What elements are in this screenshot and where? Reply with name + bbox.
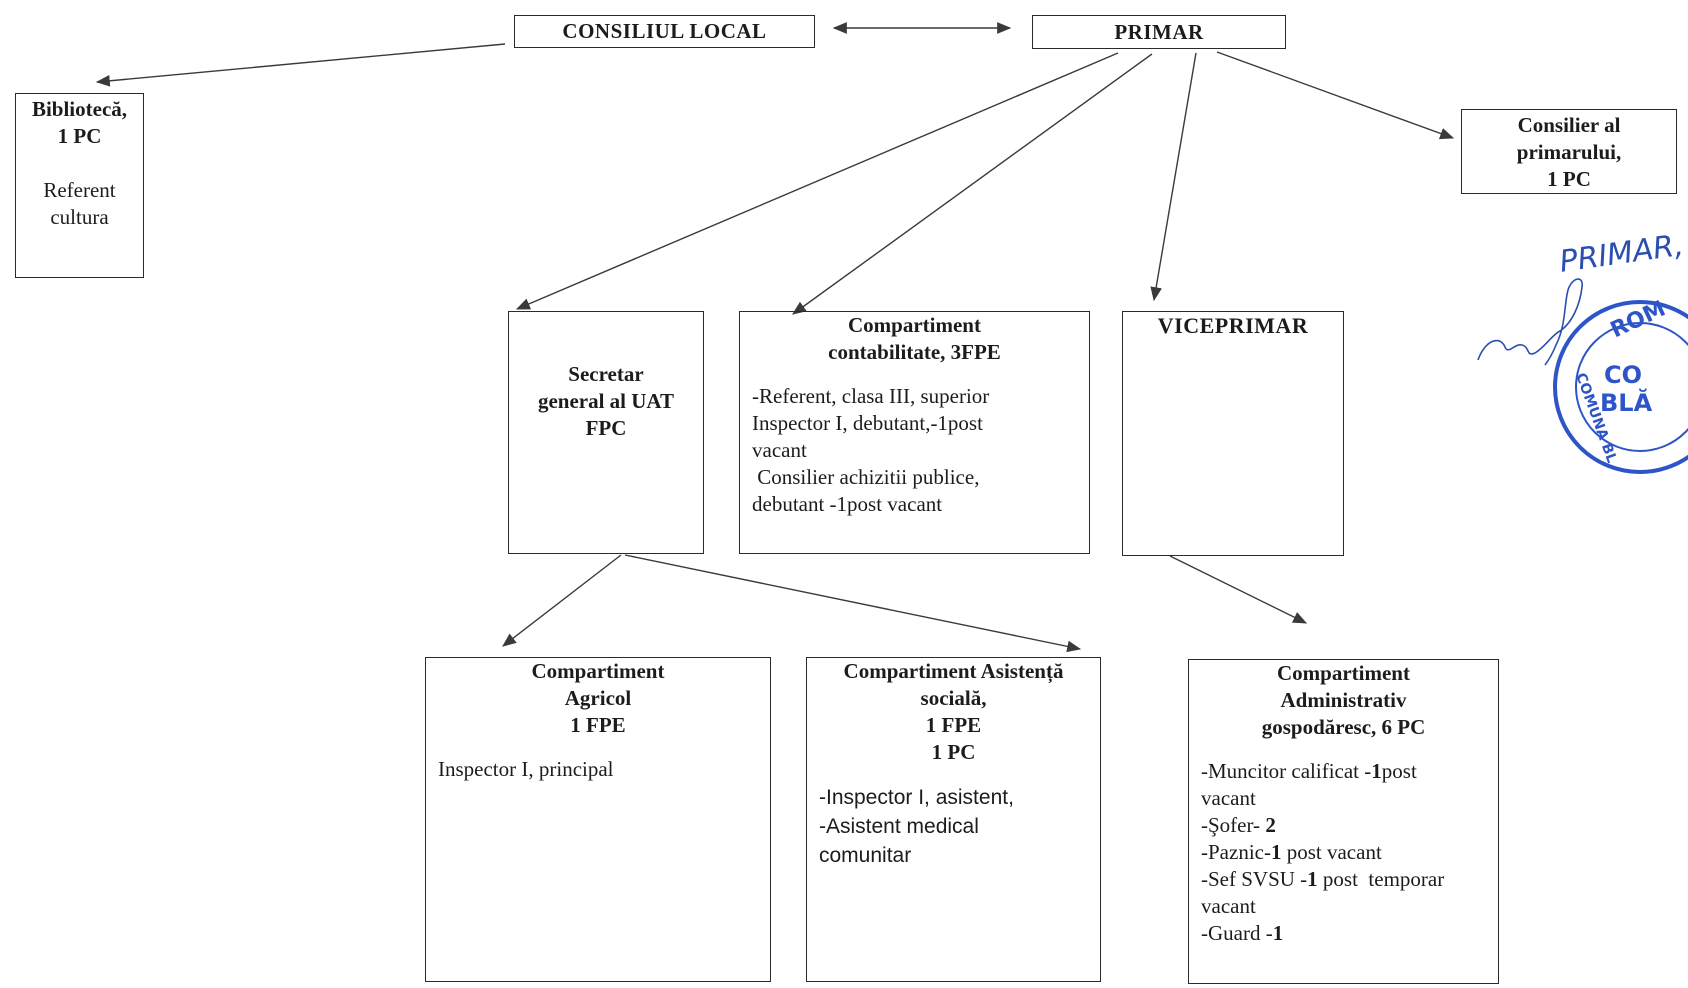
handwritten-primar-label: PRIMAR,	[1557, 235, 1685, 280]
agricol-title-line-2: Agricol	[564, 686, 632, 710]
asistenta-line-2: -Asistent medical	[819, 815, 979, 838]
arrow-viceprimar-administrativ	[1169, 555, 1308, 624]
contabilitate-line-4: Consilier achizitii publice,	[752, 465, 980, 489]
asistenta-body: -Inspector I, asistent, -Asistent medica…	[807, 783, 1100, 870]
viceprimar-title: VICEPRIMAR	[1157, 313, 1309, 338]
administrativ-box: Compartiment Administrativ gospodăresc, …	[1188, 659, 1499, 984]
contabilitate-box: Compartiment contabilitate, 3FPE -Refere…	[739, 311, 1090, 554]
primar-box: PRIMAR	[1032, 15, 1286, 49]
administrativ-line-3: -Şofer- 2	[1201, 813, 1276, 837]
consilier-line-1: Consilier al	[1517, 113, 1621, 137]
arrow-primar-contabilitate	[792, 53, 1153, 315]
contabilitate-body: -Referent, clasa III, superior Inspector…	[740, 383, 1089, 518]
contabilitate-line-5: debutant -1post vacant	[752, 492, 943, 516]
biblioteca-body: Referent cultura	[16, 177, 143, 231]
contabilitate-line-1: -Referent, clasa III, superior	[752, 384, 990, 408]
asistenta-line-1: -Inspector I, asistent,	[819, 786, 1014, 809]
signature-scribble	[1477, 278, 1583, 366]
consilier-primar-box: Consilier al primarului, 1 PC	[1461, 109, 1677, 194]
contabilitate-line-3: vacant	[752, 438, 807, 462]
asistenta-title-line-3: 1 FPE	[925, 713, 982, 737]
arrow-secretar-asistenta	[624, 554, 1082, 653]
arrow-consiliu-biblioteca	[95, 43, 506, 87]
secretar-general-box: Secretar general al UAT FPC	[508, 311, 704, 554]
asistenta-sociala-box: Compartiment Asistență socială, 1 FPE 1 …	[806, 657, 1101, 982]
svg-text:PRIMAR,: PRIMAR,	[1557, 235, 1685, 280]
biblioteca-body-line-2: cultura	[50, 205, 109, 229]
asistenta-line-3: comunitar	[819, 844, 912, 867]
agricol-box: Compartiment Agricol 1 FPE Inspector I, …	[425, 657, 771, 982]
administrativ-line-4: -Paznic-1 post vacant	[1201, 840, 1382, 864]
contabilitate-title: Compartiment contabilitate, 3FPE	[740, 312, 1089, 366]
administrativ-body: -Muncitor calificat -1post vacant -Şofer…	[1189, 758, 1498, 947]
secretar-line-3: FPC	[585, 416, 627, 440]
official-stamp: ROM CO BLĂ COMUNA BL	[1553, 296, 1688, 474]
consiliul-local-box: CONSILIUL LOCAL	[514, 15, 815, 48]
biblioteca-body-line-1: Referent	[43, 178, 116, 202]
asistenta-title-line-1: Compartiment Asistență	[843, 659, 1064, 683]
agricol-body: Inspector I, principal	[426, 756, 770, 783]
asistenta-title: Compartiment Asistență socială, 1 FPE 1 …	[807, 658, 1100, 766]
asistenta-title-line-4: 1 PC	[931, 740, 976, 764]
administrativ-line-1: -Muncitor calificat -1post	[1201, 759, 1417, 783]
agricol-line-1: Inspector I, principal	[438, 757, 614, 781]
secretar-general-title: Secretar general al UAT FPC	[509, 361, 703, 442]
biblioteca-title-line-2: 1 PC	[57, 124, 102, 148]
administrativ-title-line-3: gospodăresc, 6 PC	[1261, 715, 1426, 739]
administrativ-line-5: -Sef SVSU -1 post temporar	[1201, 867, 1445, 891]
biblioteca-title: Bibliotecă, 1 PC	[16, 94, 143, 150]
contabilitate-title-line-1: Compartiment	[848, 313, 981, 337]
arrow-primar-consilier	[1216, 51, 1455, 140]
viceprimar-box: VICEPRIMAR	[1122, 311, 1344, 556]
secretar-line-1: Secretar	[568, 362, 644, 386]
administrativ-title-line-1: Compartiment	[1277, 661, 1410, 685]
contabilitate-title-line-2: contabilitate, 3FPE	[828, 340, 1001, 364]
svg-text:BLĂ: BLĂ	[1600, 387, 1653, 417]
consilier-line-3: 1 PC	[1547, 167, 1591, 191]
signature-and-stamp: PRIMAR, ROM CO BLĂ COMUNA BL	[1477, 235, 1688, 474]
biblioteca-title-line-1: Bibliotecă,	[31, 97, 128, 121]
arrow-primar-viceprimar	[1150, 52, 1197, 302]
svg-text:CO: CO	[1604, 361, 1642, 389]
arrow-primar-secretar	[515, 52, 1119, 310]
agricol-title-line-1: Compartiment	[531, 659, 665, 683]
administrativ-line-7: -Guard -1	[1201, 921, 1284, 945]
administrativ-line-6: vacant	[1201, 894, 1256, 918]
primar-title: PRIMAR	[1114, 20, 1204, 44]
consiliul-local-title: CONSILIUL LOCAL	[562, 19, 767, 43]
administrativ-line-2: vacant	[1201, 786, 1256, 810]
agricol-title-line-3: 1 FPE	[570, 713, 626, 737]
asistenta-title-line-2: socială,	[920, 686, 987, 710]
contabilitate-line-2: Inspector I, debutant,-1post	[752, 411, 983, 435]
administrativ-title: Compartiment Administrativ gospodăresc, …	[1189, 660, 1498, 741]
consilier-line-2: primarului,	[1516, 140, 1622, 164]
consilier-primar-title: Consilier al primarului, 1 PC	[1462, 110, 1676, 193]
arrow-secretar-agricol	[502, 554, 622, 647]
biblioteca-box: Bibliotecă, 1 PC Referent cultura	[15, 93, 144, 278]
agricol-title: Compartiment Agricol 1 FPE	[426, 658, 770, 739]
secretar-line-2: general al UAT	[537, 389, 675, 413]
administrativ-title-line-2: Administrativ	[1280, 688, 1407, 712]
